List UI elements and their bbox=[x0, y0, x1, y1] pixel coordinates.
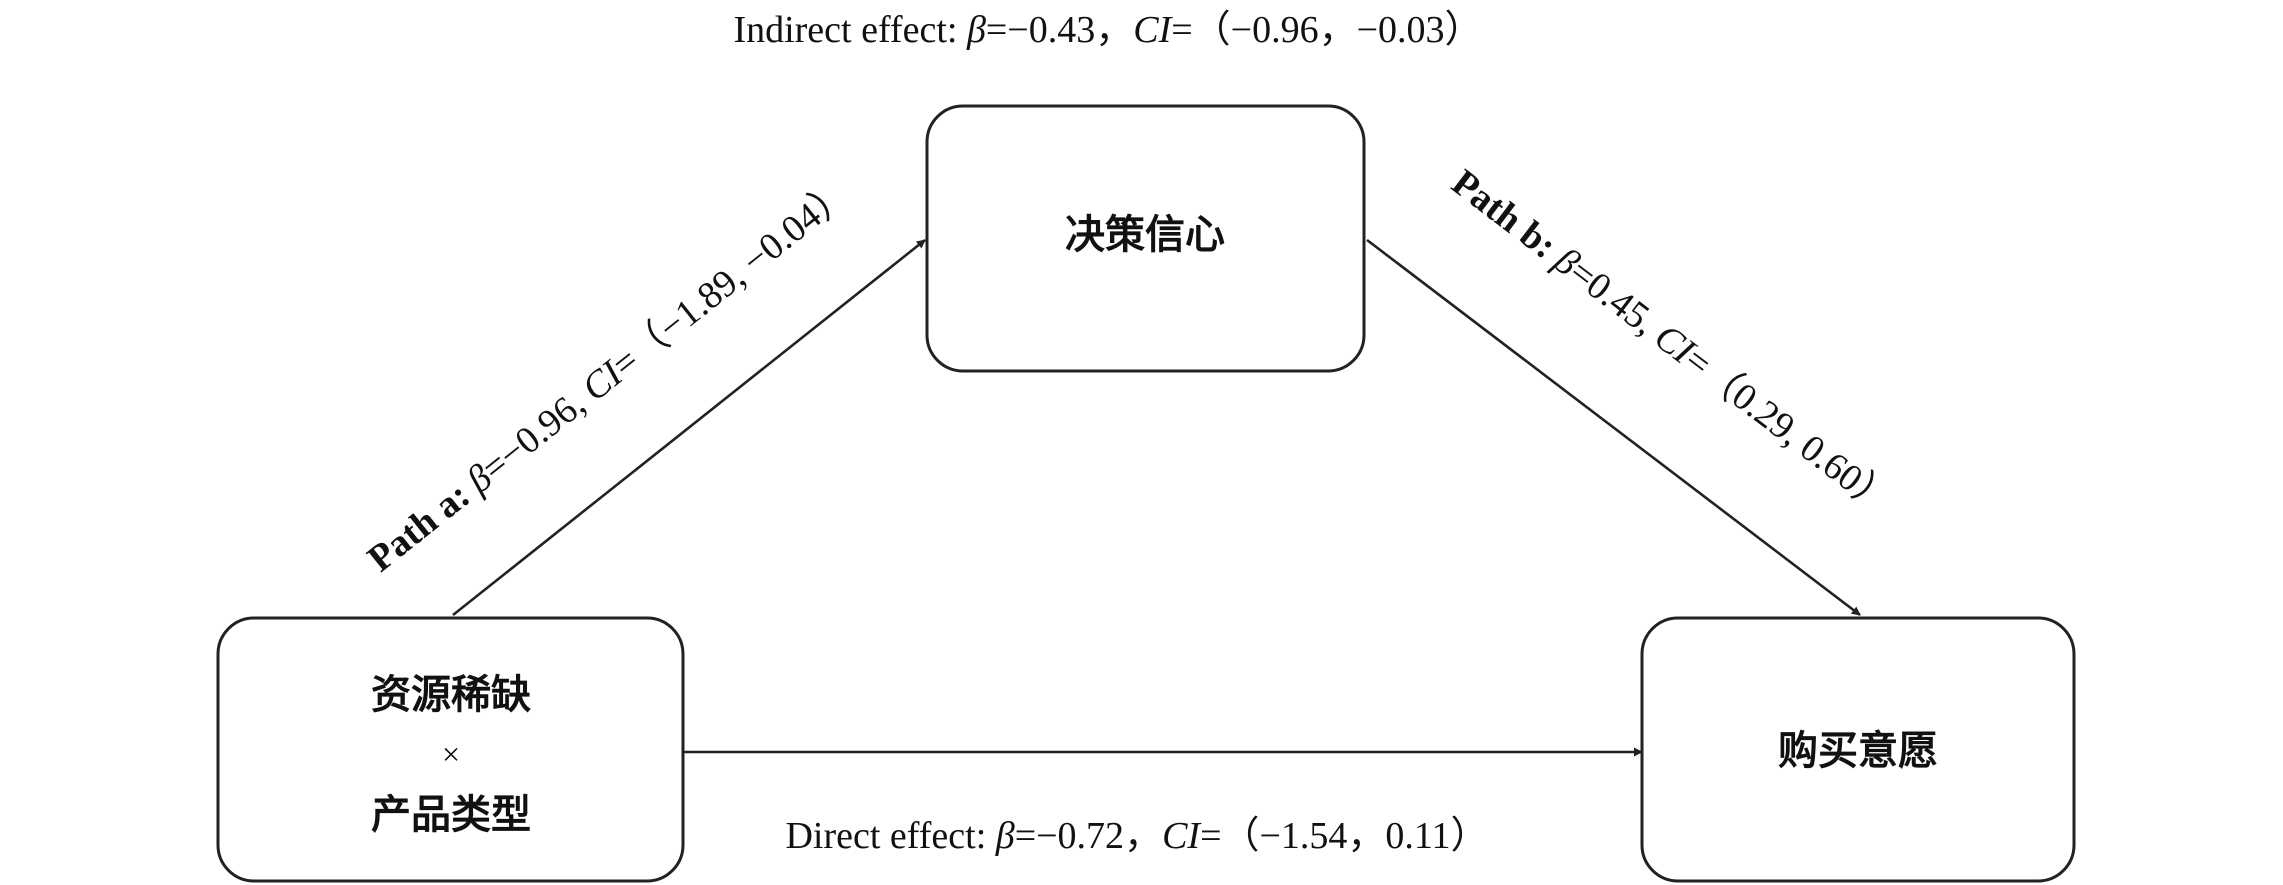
predictor-label-line1: 资源稀缺 bbox=[371, 672, 531, 718]
outcome-label: 购买意愿 bbox=[1778, 728, 1938, 774]
outcome-node: 购买意愿 bbox=[1640, 616, 2076, 883]
arrow-path-a bbox=[452, 238, 926, 617]
path-b-label: Path b: β=0.45, CI=（0.29, 0.60） bbox=[1444, 161, 1901, 523]
mediator-node: 决策信心 bbox=[925, 104, 1366, 373]
predictor-label-line3: 产品类型 bbox=[371, 792, 531, 838]
arrow-path-b bbox=[1366, 238, 1861, 617]
predictor-node: 资源稀缺 × 产品类型 bbox=[216, 616, 685, 883]
predictor-interaction-symbol: × bbox=[442, 736, 460, 772]
direct-effect-label: Direct effect: β=−0.72，CI=（−1.54，0.11） bbox=[785, 815, 1488, 857]
indirect-effect-label: Indirect effect: β=−0.43，CI=（−0.96，−0.03… bbox=[733, 9, 1482, 51]
path-a-label: Path a: β=−0.96, CI=（−1.89, −0.04） bbox=[360, 171, 859, 580]
mediator-label: 决策信心 bbox=[1065, 212, 1225, 258]
